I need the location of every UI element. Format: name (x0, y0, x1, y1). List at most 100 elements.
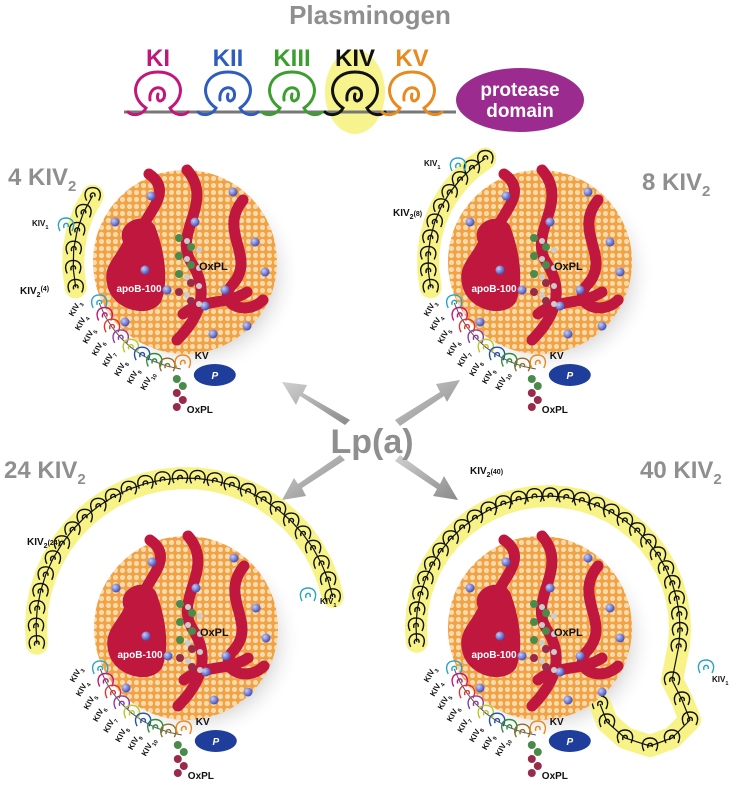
kiv2-repeat-40-loop-33 (641, 737, 659, 752)
oxpl-atom-h-2 (184, 256, 190, 262)
kiv2-repeat-24-loop-6 (53, 535, 71, 550)
kiv2-repeat-40-loop-25 (668, 590, 685, 605)
kiv-strand (453, 668, 536, 736)
kiv-1-label-sub: 1 (437, 165, 440, 171)
oxpl-atom-1 (188, 609, 196, 617)
apolipoprotein-bead-12 (575, 651, 585, 661)
kiv-9-label-sub: 9 (137, 370, 144, 376)
oxpl-atom-4 (530, 636, 538, 644)
oxpl-atom-h-6 (184, 292, 190, 298)
kiv-3-loop (91, 660, 109, 675)
plasminogen-schematic: Plasminogen KI KII KIII KIV KV protease … (124, 0, 584, 134)
oxpl-atom-3 (542, 261, 550, 269)
oxpl-tail-atom-4 (172, 403, 181, 411)
kiv2-repeat-40-loop-30 (673, 691, 691, 706)
kiv-5-loop (458, 684, 476, 699)
oxpl-tail-atom-1 (178, 382, 187, 390)
kiv2-repeat-24-loop-23 (304, 539, 322, 554)
apolipoprotein-bead-3 (555, 667, 565, 677)
kv-label: KV (550, 351, 564, 362)
apob-ribbon-3 (577, 560, 624, 680)
kiv-8-label-sub: 8 (125, 728, 132, 734)
apolipoprotein-bead-9 (563, 329, 573, 339)
isoform-title-4: 4 KIV2 (8, 164, 76, 195)
kiv2-repeat-8-loop-7 (419, 245, 437, 260)
oxpl-atom-4 (530, 270, 538, 278)
apolipoprotein-bead-6 (191, 583, 201, 593)
kiv-9-label-sub: 9 (492, 370, 499, 376)
kringle-label-kv: KV (395, 45, 428, 72)
kringle-kv (380, 70, 444, 117)
oxpl-atom-h-3 (551, 265, 557, 271)
kiv-3-label: KIV3 (422, 665, 441, 685)
kiv-3-loop (90, 294, 108, 309)
kiv2-repeat-40-loop-18 (603, 503, 620, 518)
kiv2-repeat-40-loop-14 (542, 487, 559, 502)
oxpl-tail-atom-1 (533, 382, 542, 390)
oxpl-label-outer: OxPL (188, 771, 214, 782)
apolipoprotein-bead-5 (605, 603, 615, 613)
oxpl-tail-atom-4 (173, 769, 182, 777)
apolipoprotein-bead-4 (228, 187, 238, 197)
kiv2-repeat-24-loop-20 (269, 500, 287, 515)
repeat-label-24: KIV2(24) (27, 537, 60, 550)
kringle-row (124, 70, 456, 117)
kiv2-repeat-4-loop-5 (67, 278, 84, 293)
kiv2-repeat-8-loop-9 (422, 278, 439, 293)
apolipoprotein-bead-0 (465, 583, 475, 593)
apolipoprotein-bead-7 (243, 687, 253, 697)
kringle-kiii (260, 70, 324, 117)
oxpl-atom-2 (176, 618, 184, 626)
kiv2-repeat-40-loop-21 (640, 533, 657, 548)
oxpl-atom-h-5 (196, 283, 202, 289)
plasminogen-title: Plasminogen (289, 0, 451, 30)
protease-domain (456, 68, 584, 132)
oxpl-label-inner: OxPL (554, 627, 583, 639)
oxpl-label-outer: OxPL (187, 405, 213, 416)
oxpl-atom-h-7 (551, 301, 557, 307)
kringle-ki (126, 70, 190, 117)
apob-ribbon-3 (222, 194, 269, 314)
kiv2-repeat-40-loop-28 (670, 637, 687, 652)
kiv2-repeat-40-loop-17 (588, 496, 606, 511)
kringle-label-ki: KI (146, 45, 170, 72)
kiv2-repeat-8-loop-0 (477, 149, 494, 164)
kiv2-repeat-40-loop-11 (495, 495, 512, 510)
apolipoprotein-bead-8 (146, 191, 156, 201)
kiv2-repeat-40-loop-27 (671, 621, 689, 636)
kiv2-repeat-40-loop-20 (629, 522, 646, 537)
apob-domain (461, 218, 521, 312)
kiv-4-loop (451, 672, 468, 687)
apolipoprotein-bead-12 (221, 651, 231, 661)
kiv-7-loop (477, 704, 495, 719)
apob-label: apoB-100 (471, 284, 516, 295)
kv-loop (174, 354, 192, 369)
oxpl-atom-2 (175, 252, 183, 260)
oxpl-atom-h-6 (185, 658, 191, 664)
kiv2-repeat-24-loop-11 (120, 480, 138, 495)
apob-ribbon-3 (577, 194, 624, 314)
oxpl-tail-atom-0 (527, 375, 536, 383)
protease-label-line2: domain (486, 101, 554, 122)
kringle-kii (196, 70, 260, 117)
kiv2-repeat-40-loop-23 (657, 560, 675, 575)
oxpl-atom-6 (530, 654, 538, 662)
kiv-8-label-sub: 8 (479, 728, 486, 734)
kiv2-repeat-40-loop-12 (510, 490, 527, 505)
kiv-1-loop (449, 157, 467, 172)
kiv2-repeat-40-loop-22 (649, 546, 667, 561)
arrow-to-24kiv2 (282, 455, 345, 500)
kiv-1-loop (299, 587, 317, 602)
kv-label: KV (550, 717, 564, 728)
kiv2-repeat-40-loop-7 (442, 530, 459, 545)
apob-ribbon-4 (532, 652, 608, 686)
kiv-1-label-main: KIV (424, 159, 438, 168)
kiv2-repeat-40-loop-9 (466, 509, 484, 524)
kiv2-repeat-24-loop-7 (64, 521, 81, 536)
kiv-8-label-sub: 8 (479, 362, 486, 368)
kiv-6-loop (467, 329, 484, 344)
kiv-7-loop (123, 704, 141, 719)
kiv-7-loop (122, 338, 140, 353)
apob-ribbon-4 (178, 652, 254, 686)
